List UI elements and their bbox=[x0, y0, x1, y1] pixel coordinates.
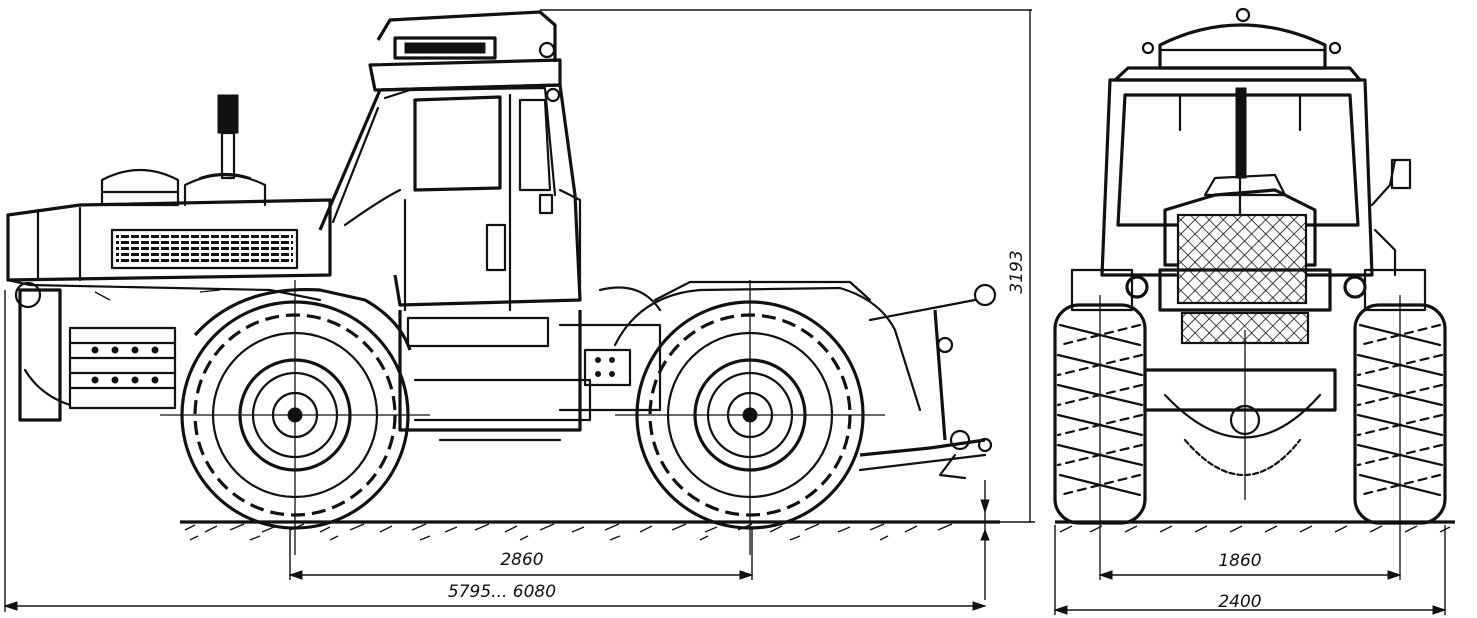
cab-roof bbox=[368, 10, 562, 103]
chassis-frame bbox=[398, 286, 662, 442]
front-grille bbox=[1158, 87, 1332, 345]
front-left-tire bbox=[1053, 295, 1147, 580]
rear-wheel bbox=[615, 280, 885, 555]
wheelbase-dimension: 2860 bbox=[288, 528, 754, 580]
front-cab bbox=[1100, 7, 1374, 277]
front-fender bbox=[193, 287, 412, 351]
rear-hitch bbox=[858, 283, 997, 480]
cab bbox=[318, 83, 582, 312]
length-label: 5795... 6080 bbox=[448, 582, 556, 602]
track-label: 1860 bbox=[1218, 551, 1261, 571]
hood bbox=[6, 198, 332, 302]
wheelbase-label: 2860 bbox=[500, 550, 543, 570]
height-dimension: 3193 bbox=[540, 9, 1035, 523]
headlights bbox=[1070, 268, 1427, 312]
front-right-tire bbox=[1353, 295, 1447, 580]
tractor-side-view-icon: 3193 2860 5795... 6080 bbox=[3, 9, 1035, 612]
track-dimension: 1860 bbox=[1098, 551, 1402, 580]
front-wheel bbox=[160, 280, 430, 555]
ground-line bbox=[180, 520, 1000, 541]
width-label: 2400 bbox=[1218, 592, 1261, 612]
front-ballast bbox=[14, 281, 177, 422]
tractor-front-view-icon: 1860 2400 bbox=[1053, 7, 1455, 615]
width-dimension: 2400 bbox=[1053, 525, 1447, 615]
height-label: 3193 bbox=[1007, 250, 1027, 293]
air-filter bbox=[100, 94, 267, 207]
front-axle bbox=[1143, 330, 1337, 500]
clearance-marker bbox=[980, 480, 990, 600]
rear-fender bbox=[613, 286, 922, 412]
length-dimension: 5795... 6080 bbox=[3, 290, 987, 612]
mirror bbox=[1370, 158, 1412, 277]
